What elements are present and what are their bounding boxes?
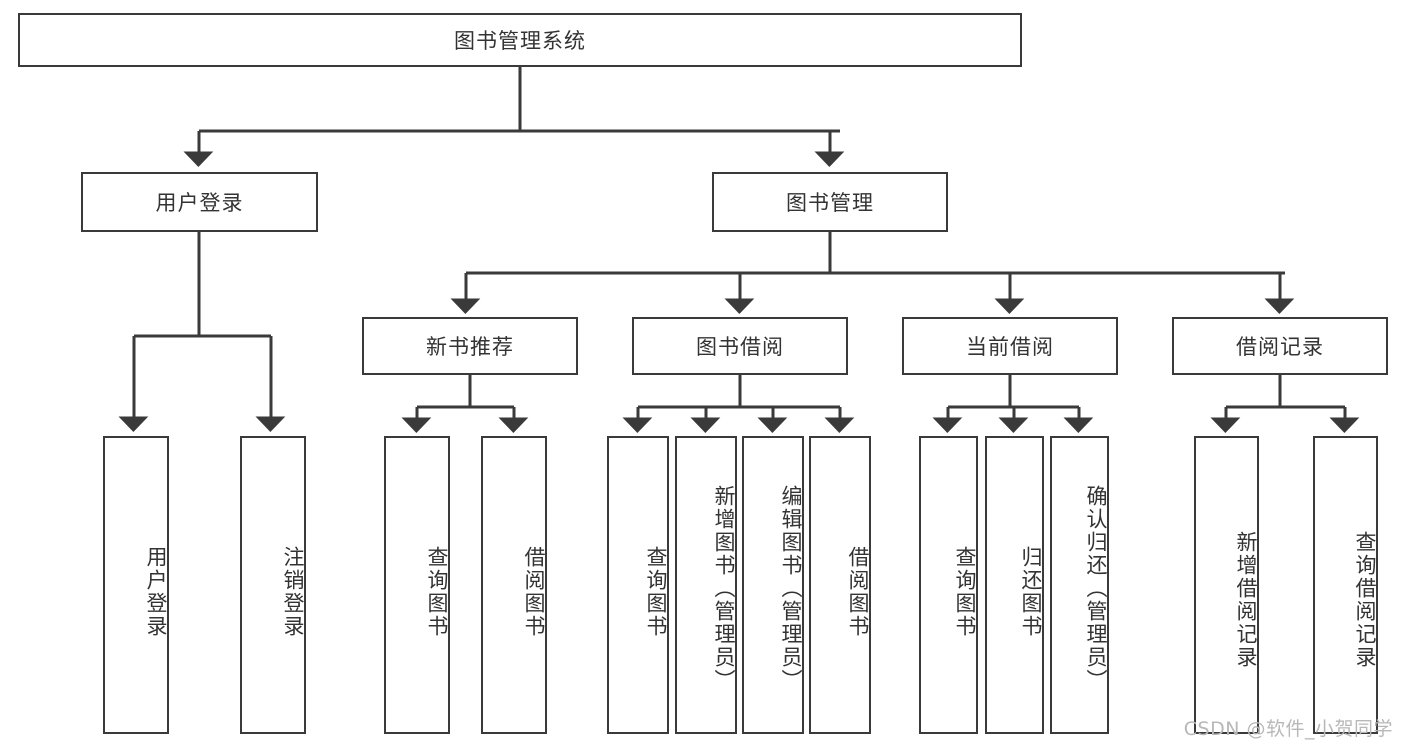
leaf-user-login[interactable]: 用户登录	[103, 436, 169, 734]
leaf-query-book-3-label: 查询图书	[953, 546, 977, 638]
leaf-logout-label: 注销登录	[281, 546, 305, 638]
leaf-return-book-label: 归还图书	[1019, 546, 1043, 638]
leaf-edit-book[interactable]: 编辑图书（管理员）	[742, 436, 804, 734]
leaf-borrow-book-1-label: 借阅图书	[522, 546, 546, 638]
leaf-add-record-label: 新增借阅记录	[1234, 531, 1258, 669]
leaf-query-book-1-label: 查询图书	[425, 546, 449, 638]
leaf-user-login-label: 用户登录	[144, 546, 168, 638]
leaf-borrow-book-2[interactable]: 借阅图书	[809, 436, 871, 734]
leaf-edit-book-label: 编辑图书（管理员）	[779, 484, 803, 692]
edges-new-book-rec	[401, 375, 529, 433]
node-user-login-label: 用户登录	[155, 191, 244, 215]
leaf-borrow-book-2-label: 借阅图书	[846, 546, 870, 638]
node-new-book-rec[interactable]: 新书推荐	[362, 317, 578, 375]
edges-root	[183, 67, 845, 167]
node-book-borrow[interactable]: 图书借阅	[632, 317, 848, 375]
node-current-borrow-label: 当前借阅	[966, 335, 1054, 359]
node-borrow-record-label: 借阅记录	[1236, 335, 1324, 359]
leaf-query-record-label: 查询借阅记录	[1353, 531, 1377, 669]
leaf-confirm-return-label: 确认归还（管理员）	[1084, 484, 1108, 692]
leaf-return-book[interactable]: 归还图书	[985, 436, 1044, 734]
edges-user-login	[118, 232, 286, 432]
leaf-add-book-label: 新增图书（管理员）	[712, 484, 736, 692]
leaf-borrow-book-1[interactable]: 借阅图书	[481, 436, 547, 734]
leaf-query-book-2[interactable]: 查询图书	[607, 436, 669, 734]
node-root[interactable]: 图书管理系统	[18, 13, 1022, 67]
leaf-query-book-2-label: 查询图书	[644, 546, 668, 638]
edges-book-manage	[450, 232, 1295, 314]
node-new-book-rec-label: 新书推荐	[426, 335, 514, 359]
node-book-manage-label: 图书管理	[786, 191, 874, 215]
edges-current-borrow	[932, 375, 1094, 433]
leaf-query-record[interactable]: 查询借阅记录	[1313, 436, 1378, 734]
leaf-query-book-1[interactable]: 查询图书	[384, 436, 450, 734]
leaf-confirm-return[interactable]: 确认归还（管理员）	[1050, 436, 1109, 734]
edges-book-borrow	[622, 375, 855, 433]
edges-borrow-record	[1210, 375, 1360, 433]
node-current-borrow[interactable]: 当前借阅	[902, 317, 1118, 375]
leaf-logout[interactable]: 注销登录	[240, 436, 306, 734]
leaf-add-record[interactable]: 新增借阅记录	[1194, 436, 1259, 734]
node-book-borrow-label: 图书借阅	[696, 335, 784, 359]
node-borrow-record[interactable]: 借阅记录	[1172, 317, 1388, 375]
node-root-label: 图书管理系统	[454, 29, 586, 53]
leaf-add-book[interactable]: 新增图书（管理员）	[675, 436, 737, 734]
watermark: CSDN @软件_小贺同学	[1183, 718, 1393, 740]
node-book-manage[interactable]: 图书管理	[712, 172, 948, 232]
node-user-login[interactable]: 用户登录	[81, 172, 318, 232]
leaf-query-book-3[interactable]: 查询图书	[919, 436, 978, 734]
